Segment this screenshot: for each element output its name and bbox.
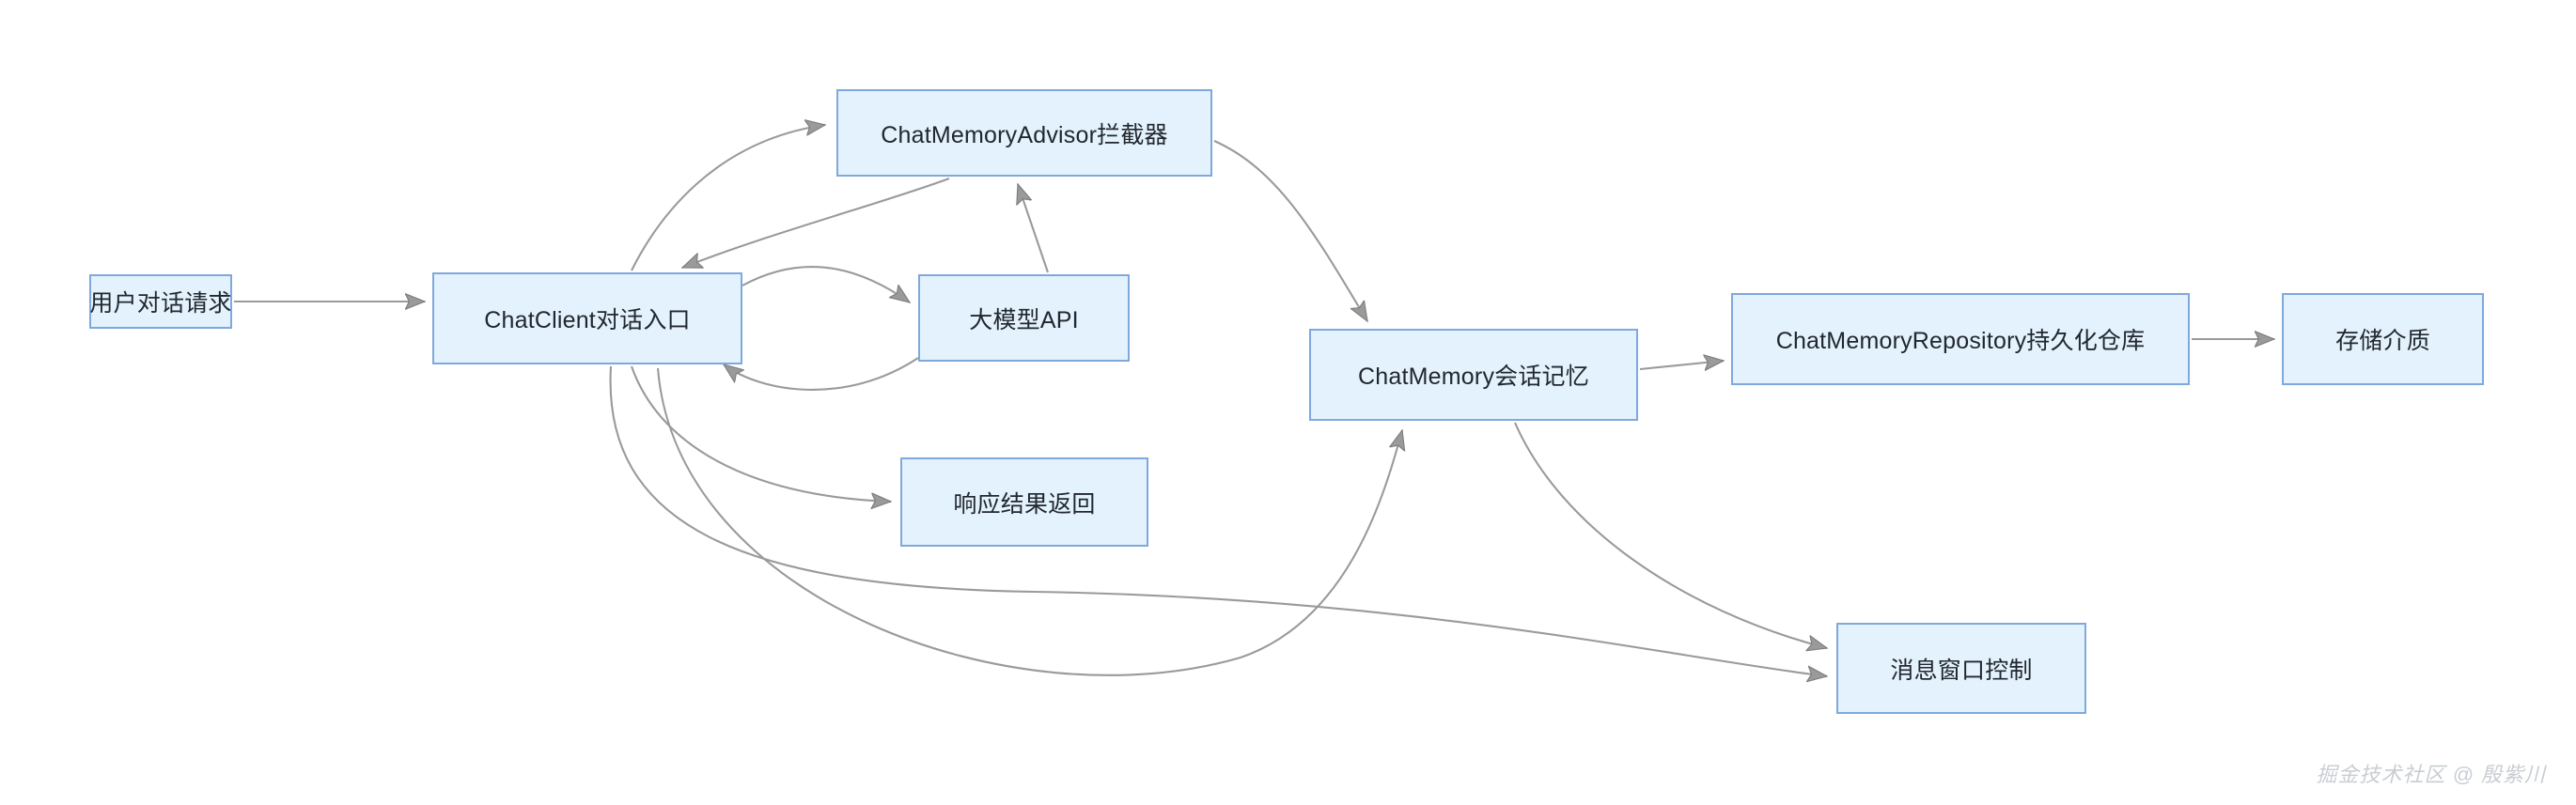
node-chat-memory[interactable]: ChatMemory会话记忆 <box>1309 329 1638 421</box>
node-label: ChatMemoryAdvisor拦截器 <box>881 121 1168 148</box>
node-label: 存储介质 <box>2335 328 2430 354</box>
node-chat-memory-advisor[interactable]: ChatMemoryAdvisor拦截器 <box>836 89 1212 177</box>
node-storage-medium[interactable]: 存储介质 <box>2282 293 2484 385</box>
node-user-request[interactable]: 用户对话请求 <box>89 274 232 329</box>
edge-chat-client-to-advisor <box>631 125 825 271</box>
node-label: ChatMemoryRepository持久化仓库 <box>1775 328 2146 354</box>
node-window-control[interactable]: 消息窗口控制 <box>1836 623 2086 714</box>
node-label: 消息窗口控制 <box>1890 657 2033 684</box>
edge-llm-api-to-chat-client <box>724 357 919 391</box>
edge-chat-client-to-chat-memory <box>656 367 1402 676</box>
node-response-result[interactable]: 响应结果返回 <box>900 457 1148 547</box>
node-llm-api[interactable]: 大模型API <box>918 274 1130 362</box>
edge-chat-client-to-window-control <box>609 365 1827 676</box>
node-label: 大模型API <box>969 306 1079 333</box>
edge-chat-client-to-llm-api <box>742 266 910 302</box>
node-label: ChatClient对话入口 <box>484 307 691 333</box>
edge-chat-memory-to-repository <box>1639 361 1724 369</box>
edge-chat-client-to-response <box>631 365 891 502</box>
edge-advisor-to-chat-memory <box>1213 140 1368 321</box>
edge-llm-api-to-advisor <box>1018 184 1049 273</box>
node-chat-memory-repository[interactable]: ChatMemoryRepository持久化仓库 <box>1731 293 2190 385</box>
watermark: 掘金技术社区 @ 殷紫川 <box>2316 763 2546 786</box>
node-chat-client[interactable]: ChatClient对话入口 <box>432 272 742 364</box>
node-label: 用户对话请求 <box>89 290 232 317</box>
node-label: 响应结果返回 <box>953 490 1096 518</box>
node-label: ChatMemory会话记忆 <box>1358 364 1589 390</box>
edge-chat-memory-to-window-control <box>1514 422 1827 648</box>
edge-advisor-to-chat-client <box>682 178 950 269</box>
